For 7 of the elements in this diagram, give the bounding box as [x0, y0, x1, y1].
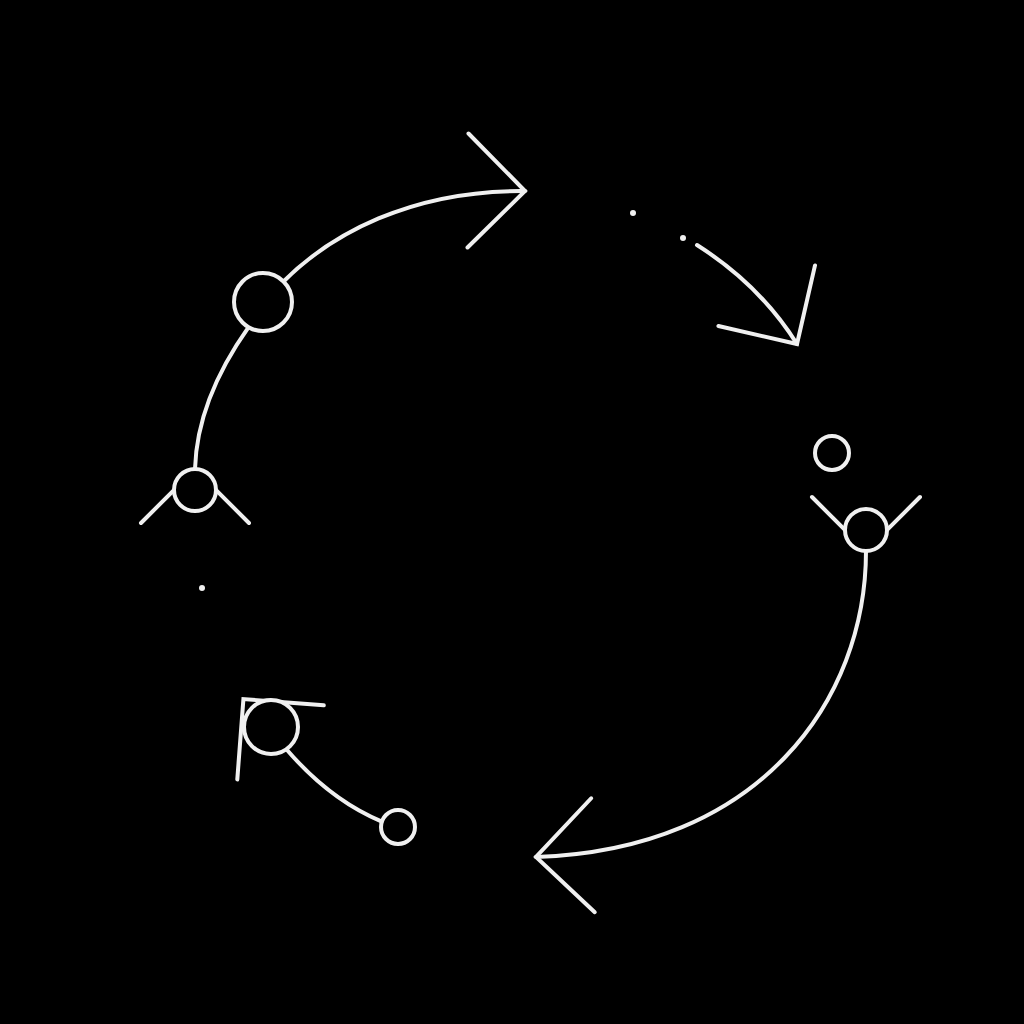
circle-node: [379, 808, 417, 846]
curved-arrow: [281, 133, 527, 284]
circle-node: [242, 698, 300, 756]
circle-node: [172, 467, 218, 513]
circle-node: [813, 434, 851, 472]
circle-node: [843, 507, 889, 553]
circle-node: [232, 271, 294, 333]
